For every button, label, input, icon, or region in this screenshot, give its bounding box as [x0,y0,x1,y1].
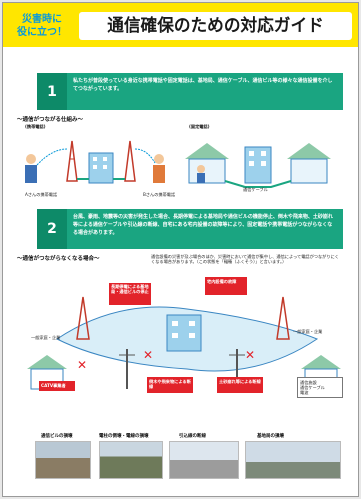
svg-text:✕: ✕ [143,348,153,362]
break-mark-icon: ✕ [245,348,255,362]
legend-item: 電波 [300,390,309,395]
break-mark-icon: ✕ [77,358,87,372]
legend-item: 通信施設 [300,380,317,385]
congestion-note: 通信設備の災害が及ぶ場合のほか、災害時において通信が集中し、通信によって電話がつ… [151,254,339,264]
legend: 通信施設 通信ケーブル 電波 [297,377,343,398]
section-1-box: 1 私たちが普段使っている身近な携帯電話や固定電話は、基地局、通信ケーブル、通信… [37,73,343,110]
section-2-number: 2 [37,209,67,249]
section-1-subhead: 〜通信がつながる仕組み〜 [17,117,84,123]
photo-caption-3: 引込線の断線 [179,434,206,439]
network-diagram [25,140,331,188]
telecom-building-icon [88,152,114,184]
disruption-diagram: ✕ ✕ ✕ [27,277,341,393]
house-icon [185,143,229,184]
mobile-label: (携帯電話) [25,124,46,129]
tag-line-2: 役に立つ！ [17,27,67,38]
photo-base-station [245,441,341,479]
cable-label: 通信ケーブル [243,187,268,192]
telecom-building-icon [166,314,202,352]
photo-telecom-building [35,441,91,479]
page-title: 通信確保のための対応ガイド [79,12,352,40]
base-station-icon [66,140,78,182]
section-2-subhead: 〜通信がつながらなくなる場合〜 [17,256,100,262]
photo-caption-2: 電柱の倒壊・電線の損壊 [99,434,149,439]
photo-caption-1: 通信ビルの損壊 [41,434,73,439]
legend-item: 通信ケーブル [300,385,325,390]
base-station-icon [276,296,290,340]
person-a-icon [25,154,37,183]
house-icon [287,143,331,184]
person-a-label: Aさんの携帯電話 [25,192,58,197]
utility-pole-icon [119,349,135,389]
fixed-label: (固定電話) [189,124,210,129]
person-icon [197,165,205,183]
label-power-outage: 長期停電による基地局・通信ビルの停止 [111,284,149,294]
label-household-left: 一般家庭・企業 [31,335,61,340]
header-banner: 災害時に 役に立つ！ 通信確保のための対応ガイド [3,3,358,47]
label-household-right: 一般家庭・企業 [293,329,323,334]
section-2-box: 2 台風、豪雨、地震等の災害が発生した場合、長期停電による基地局や通信ビルの機能… [37,209,343,249]
svg-text:✕: ✕ [245,348,255,362]
photo-caption-4: 基地局の損壊 [257,434,284,439]
section-2-text: 台風、豪雨、地震等の災害が発生した場合、長期停電による基地局や通信ビルの機能停止… [73,214,333,236]
label-catv: CATV事業者 [41,383,66,388]
section-1-number: 1 [37,73,67,110]
person-b-icon [153,154,165,183]
break-mark-icon: ✕ [143,348,153,362]
photo-drop-line [169,441,239,479]
label-tree-fall: 倒木や飛来物による断線 [149,379,191,389]
svg-text:✕: ✕ [77,358,87,372]
label-home-equipment: 宅内設備の故障 [207,279,237,284]
photo-utility-pole [99,441,163,479]
base-station-icon [76,296,90,340]
section-1-text: 私たちが普段使っている身近な携帯電話や固定電話は、基地局、通信ケーブル、通信ビル… [73,78,333,92]
telecom-building-icon [244,146,272,184]
disaster-tag: 災害時に 役に立つ！ [13,13,71,40]
page-title-text: 通信確保のための対応ガイド [107,16,324,36]
label-landslide: 土砂崩れ等による断線 [219,379,261,384]
person-b-label: Bさんの携帯電話 [143,192,176,197]
tag-line-1: 災害時に [22,14,62,25]
base-station-icon [124,140,136,182]
